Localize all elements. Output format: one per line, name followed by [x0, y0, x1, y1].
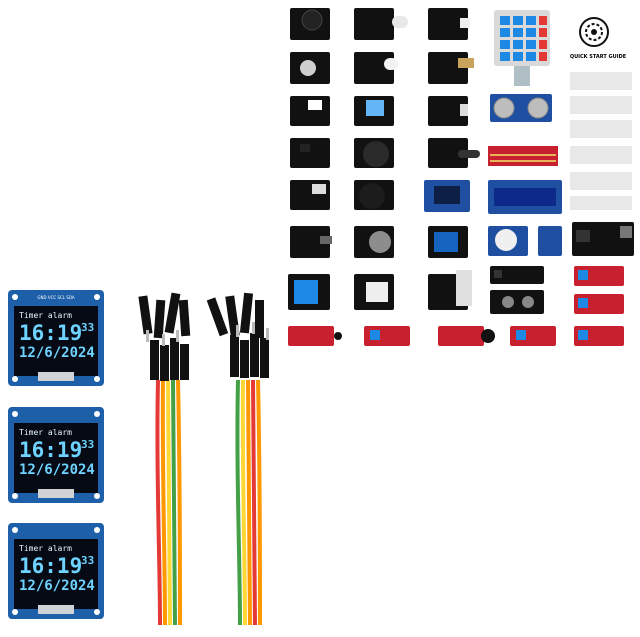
- oled-time: 16:19: [19, 321, 82, 345]
- jumper-wires-right: [206, 292, 269, 626]
- oled-pin-labels: GND VCC SCL SDA: [37, 295, 74, 300]
- oled-date: 12/6/2024: [19, 345, 95, 361]
- oled-title: Timer alarm: [19, 428, 72, 437]
- oled-title: Timer alarm: [19, 311, 72, 320]
- oled-seconds: 33: [81, 554, 94, 567]
- oled-time: 16:19: [19, 438, 82, 462]
- oled-screen: [14, 423, 98, 493]
- oled-module-3: Timer alarm 16:19 33 12/6/2024: [8, 523, 104, 619]
- oled-module-1: GND VCC SCL SDA Timer alarm 16:19 33 12/…: [8, 290, 104, 386]
- jumper-wires-left: [138, 292, 191, 626]
- oled-date: 12/6/2024: [19, 462, 95, 478]
- oled-title: Timer alarm: [19, 544, 72, 553]
- sensor-modules-col-3: [424, 8, 480, 310]
- sensor-modules-col-4: [488, 10, 562, 314]
- quick-start-guide: QUICK START GUIDE: [570, 17, 627, 60]
- sensor-modules-col-2: [354, 8, 408, 310]
- oled-module-2: Timer alarm 16:19 33 12/6/2024: [8, 407, 104, 503]
- oled-time: 16:19: [19, 554, 82, 578]
- oled-seconds: 33: [81, 321, 94, 334]
- quick-start-guide-label: QUICK START GUIDE: [570, 54, 627, 60]
- oled-date: 12/6/2024: [19, 578, 95, 594]
- sensor-modules-col-5: [570, 72, 634, 314]
- oled-seconds: 33: [81, 438, 94, 451]
- sensor-modules-col-1: [288, 8, 332, 310]
- oled-screen: [14, 539, 98, 609]
- sensor-modules-red-row: [288, 326, 624, 346]
- oled-screen: [14, 306, 98, 376]
